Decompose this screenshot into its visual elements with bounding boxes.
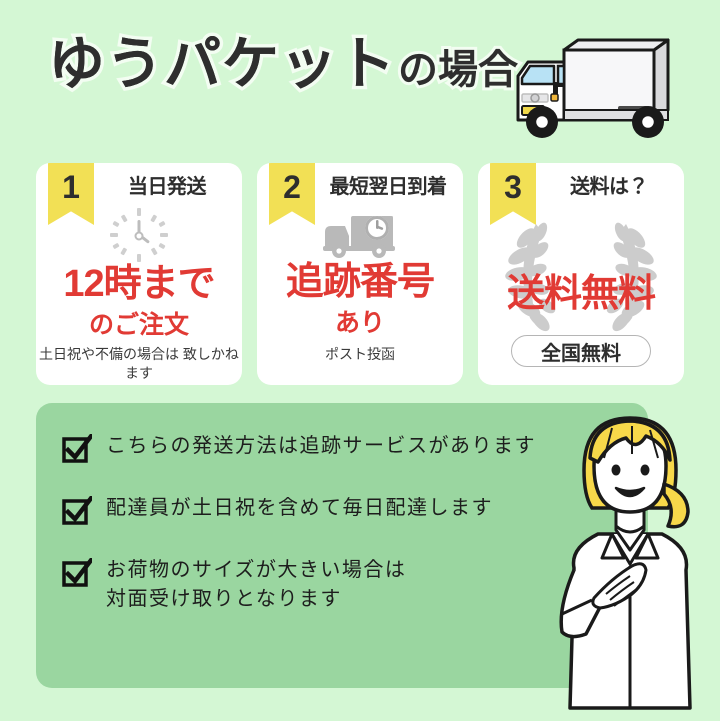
card-3-highlight: 送料無料: [506, 273, 656, 315]
page-title: ゆうパケット の場合: [45, 32, 522, 96]
checklist-item: こちらの発送方法は追跡サービスがあります: [62, 431, 582, 464]
card-1-number: 1: [62, 169, 80, 205]
checklist: こちらの発送方法は追跡サービスがあります 配達員が土日祝を含めて毎日配達します …: [62, 431, 582, 614]
card-3-heading: 送料は？: [570, 176, 649, 198]
checklist-item-label: お荷物のサイズが大きい場合は 対面受け取りとなります: [106, 559, 407, 610]
laurel-wreath-icon: [505, 222, 657, 332]
checklist-item-label: こちらの発送方法は追跡サービスがあります: [106, 435, 536, 457]
card-3-icon: [478, 211, 684, 341]
checklist-item-label: 配達員が土日祝を含めて毎日配達します: [106, 497, 493, 519]
card-1-icon: [36, 207, 242, 263]
checked-checkbox-icon: [62, 431, 96, 464]
card-1-number-ribbon: 1: [48, 163, 94, 225]
smiling-staff-woman-icon: [559, 416, 692, 710]
card-2-icon: [257, 207, 463, 263]
card-3-number-ribbon: 3: [490, 163, 536, 225]
card-2-note: ポスト投函: [325, 346, 395, 362]
page-title-suffix: の場合: [395, 47, 521, 93]
card-1-highlight: 12時まで: [63, 263, 215, 305]
card-2-number: 2: [283, 169, 301, 205]
checked-checkbox-icon: [62, 493, 96, 526]
card-2-highlight: 追跡番号: [285, 261, 435, 303]
card-1-note: 土日祝や不備の場合は 致しかねます: [39, 346, 239, 381]
page-title-main: ゆうパケット: [45, 32, 399, 96]
checked-checkbox-icon: [62, 555, 96, 588]
card-1-heading: 当日発送: [128, 176, 207, 198]
card-1-subhighlight: のご注文: [88, 311, 189, 339]
checklist-item: お荷物のサイズが大きい場合は 対面受け取りとなります: [62, 555, 582, 614]
delivery-truck-icon: [516, 38, 670, 138]
card-3-badge: 全国無料: [511, 335, 651, 367]
checklist-panel: [36, 403, 648, 688]
header: ゆうパケット の場合: [0, 0, 720, 160]
feature-cards: 1 当日発送: [36, 163, 684, 385]
card-3-number: 3: [504, 169, 522, 205]
card-2-heading: 最短翌日到着: [329, 176, 448, 198]
checklist-item: 配達員が土日祝を含めて毎日配達します: [62, 493, 582, 526]
feature-card-1: 1 当日発送: [36, 163, 242, 385]
clock-icon: [110, 208, 168, 262]
card-2-subhighlight: あり: [334, 309, 385, 337]
truck-clock-icon: [323, 216, 395, 258]
feature-card-2: 2 最短翌日到着: [257, 163, 463, 385]
feature-card-3: 3 送料は？: [478, 163, 684, 385]
